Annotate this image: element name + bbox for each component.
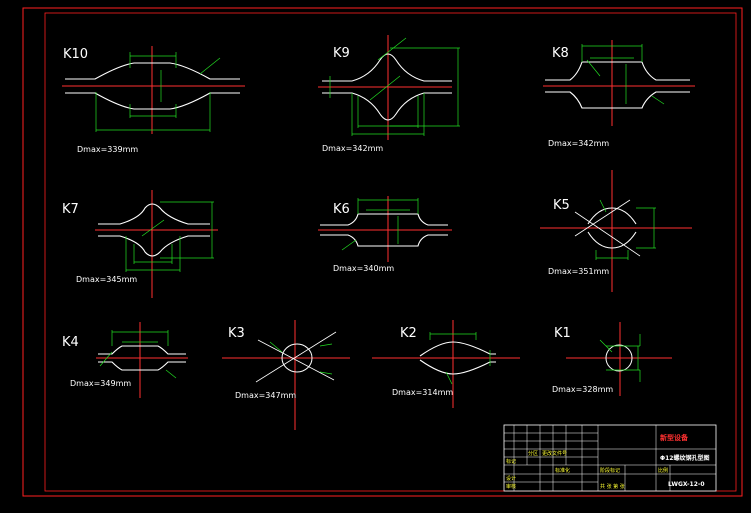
pass-k4: K4 Dmax=349mm <box>62 322 188 398</box>
title-block-grid <box>504 425 716 491</box>
pass-label: K1 <box>554 326 571 341</box>
lower-roll-outline <box>587 231 637 249</box>
title-block-drawing-number: LWGX-12-0 <box>668 481 705 488</box>
title-block-subtitle: Φ12螺纹钢孔型图 <box>660 454 709 462</box>
leader <box>141 219 165 237</box>
tb-cell-label: 共 张 第 张 <box>600 483 625 490</box>
dmax-label: Dmax=349mm <box>70 379 131 388</box>
dmax-label: Dmax=328mm <box>552 385 613 394</box>
pass-label: K2 <box>400 326 417 341</box>
tb-cell-label: 比例 <box>658 467 668 474</box>
dimension-top <box>129 52 177 68</box>
leader-diagonal <box>369 75 401 101</box>
pass-label: K7 <box>62 202 79 217</box>
tb-cell-label: 审核 <box>506 483 516 490</box>
title-block: 标记 分区 更改文件号 设计 审核 标准化 阶段标记 共 张 第 张 比例 新型… <box>503 424 717 492</box>
dimension-top <box>581 44 643 62</box>
dmax-label: Dmax=351mm <box>548 267 609 276</box>
upper-roll-outline <box>587 207 637 225</box>
pass-k9: K9 Dmax=342mm <box>318 35 460 153</box>
lower-roll-outline <box>419 359 496 375</box>
diagonal-leaders <box>255 331 337 383</box>
dimension-top <box>111 330 169 346</box>
leader <box>377 37 407 61</box>
pass-k10: K10 Dmax=339mm <box>62 46 245 154</box>
lower-roll-outline <box>98 361 186 371</box>
pass-label: K5 <box>553 198 570 213</box>
sheet-border <box>22 7 743 497</box>
leader <box>269 341 283 353</box>
title-block-title: 新型设备 <box>660 433 689 442</box>
pass-k6: K6 Dmax=340mm <box>318 196 452 273</box>
leader <box>445 371 453 385</box>
leader-2 <box>165 369 177 379</box>
upper-roll-outline <box>322 53 452 82</box>
pass-k8: K8 Dmax=342mm <box>543 40 695 148</box>
leader <box>199 57 221 75</box>
leader-2 <box>651 95 665 105</box>
tb-cell-label: 分区 <box>528 450 538 457</box>
pass-label: K9 <box>333 46 350 61</box>
upper-roll-outline <box>320 213 448 226</box>
pass-circle <box>605 344 633 372</box>
leader <box>599 199 607 213</box>
dmax-label: Dmax=314mm <box>392 388 453 397</box>
upper-roll-outline <box>545 61 690 81</box>
pass-label: K4 <box>62 335 79 350</box>
dmax-label: Dmax=340mm <box>333 264 394 273</box>
lower-roll-outline <box>320 234 448 247</box>
dmax-label: Dmax=342mm <box>322 144 383 153</box>
pass-label: K3 <box>228 326 245 341</box>
lower-roll-outline <box>322 92 452 121</box>
inner-frame <box>44 12 737 492</box>
tb-cell-label: 设计 <box>506 475 516 482</box>
dimension-width <box>125 236 181 272</box>
dmax-label: Dmax=345mm <box>76 275 137 284</box>
title-block-frame <box>503 424 717 492</box>
pass-k1: K1 Dmax=328mm <box>552 322 672 396</box>
dimension-height <box>390 47 460 127</box>
leader <box>599 339 613 353</box>
lower-roll-outline <box>98 235 210 257</box>
dimension-height <box>636 207 656 249</box>
tb-cell-label: 标准化 <box>555 467 570 474</box>
tb-cell-label: 阶段标记 <box>600 467 620 474</box>
pass-k3: K3 Dmax=347mm <box>222 320 350 430</box>
dimension-height <box>160 201 214 259</box>
dmax-label: Dmax=342mm <box>548 139 609 148</box>
dimension-top <box>429 332 477 340</box>
dimension-width <box>595 250 629 260</box>
dimension-width <box>351 93 425 136</box>
tb-cell-label: 标记 <box>506 458 516 465</box>
pass-k7: K7 Dmax=345mm <box>62 190 218 298</box>
upper-roll-outline <box>419 341 496 357</box>
pass-label: K8 <box>552 46 569 61</box>
dmax-label: Dmax=347mm <box>235 391 296 400</box>
pass-k2: K2 Dmax=314mm <box>372 320 520 408</box>
dmax-label: Dmax=339mm <box>77 145 138 154</box>
pass-label: K10 <box>63 47 88 62</box>
pass-oval <box>281 343 313 373</box>
dimension-top <box>357 198 419 214</box>
tb-cell-label: 更改文件号 <box>542 450 567 457</box>
dimension-height <box>606 345 640 371</box>
leader <box>99 351 113 367</box>
pass-label: K6 <box>333 202 350 217</box>
pass-k5: K5 Dmax=351mm <box>540 170 692 292</box>
dimension-marks <box>319 343 333 375</box>
upper-roll-outline <box>98 345 186 355</box>
lower-roll-outline <box>545 91 690 109</box>
dimension-bottom <box>129 104 177 118</box>
upper-roll-outline <box>65 62 240 80</box>
diagonal-leaders <box>574 199 641 257</box>
dimension-width <box>95 92 211 132</box>
leader <box>586 59 601 77</box>
lower-roll-outline <box>65 92 240 110</box>
upper-roll-outline <box>98 203 210 225</box>
leader <box>341 239 357 251</box>
